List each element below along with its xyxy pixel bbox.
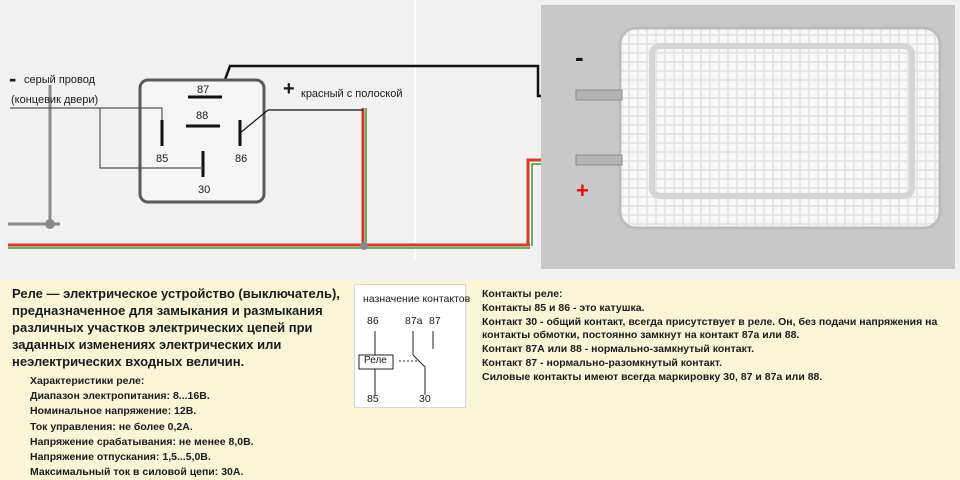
wiring-diagram-area: - серый провод (концевик двери) + красны… [0,0,960,280]
contacts-line: Контакт 87 - нормально-разомкнутый конта… [482,356,723,369]
red-wire-node [360,242,368,250]
relay-box [138,78,266,204]
contacts-line: контакты обмотки, постоянно замкнут на к… [482,329,800,342]
pin-label-86: 86 [367,315,379,327]
lamp-lens-inner [649,43,915,199]
pin-diagram-title: назначение контактов [363,293,471,305]
pin-assignment-diagram: назначение контактов Реле 86 87а 87 85 3… [354,284,470,408]
pin-label-30: 30 [419,393,431,405]
contacts-line: Контакт 87А или 88 - нормально-замкнутый… [482,343,755,356]
pin-label-87a: 87а [405,315,423,327]
relay-definition: Реле — электрическое устройство (выключа… [12,285,342,370]
pin-label-87: 87 [429,315,441,327]
wire-86 [239,109,363,134]
spec-line: Ток управления: не более 0,2А. [30,420,193,433]
wire-30 [99,108,203,169]
relay-pin-30: 30 [198,184,211,196]
wire-85 [10,107,163,120]
spec-line: Максимальный ток в силовой цепи: 30А. [30,466,244,479]
spec-line: Напряжение срабатывания: не менее 8,0В. [30,435,254,448]
spec-line: Напряжение отпускания: 1,5...5,0В. [30,451,211,464]
relay-coil-box [358,354,394,370]
definition-line: предназначенное для замыкания и размыкан… [12,303,323,318]
minus-sign: - [9,66,17,91]
lamp-minus-sign: - [575,42,584,72]
relay-pin-85: 85 [156,153,169,165]
lamp-terminal-bottom [575,154,623,166]
spec-line: Диапазон электропитания: 8...16В. [30,390,210,403]
info-panel: Реле — электрическое устройство (выключа… [0,280,960,480]
lamp-terminal-top [575,89,623,101]
gray-wire-label: серый провод [24,74,96,86]
definition-line: Реле — электрическое устройство (выключа… [12,286,340,301]
definition-line: неэлектрических входных величин. [12,354,245,369]
coil-label: Реле [364,355,387,366]
plus-sign: + [283,78,295,100]
spec-line: Номинальное напряжение: 12В. [30,405,197,418]
pin-diagram-svg [358,331,434,395]
pin-label-85: 85 [367,393,379,405]
switch-arm [412,354,426,368]
gray-wire-node [45,219,55,229]
contacts-description: Контакты реле: Контакты 85 и 86 - это ка… [482,288,952,385]
door-switch-label: (концевик двери) [11,94,99,106]
relay-specs: Характеристики реле: Диапазон электропит… [30,374,254,480]
lamp-plus-sign: + [576,178,589,203]
relay-pin-88: 88 [196,110,209,122]
relay-pin-87: 87 [197,84,210,96]
contacts-line: Силовые контакты имеют всегда маркировку… [482,370,823,383]
specs-title: Характеристики реле: [30,375,145,387]
red-wire-label: красный с полоской [301,88,403,100]
wiring-diagram [8,0,955,269]
lamp-lens [618,26,942,230]
contacts-line: Контакты 85 и 86 - это катушка. [482,301,645,314]
contacts-line: Контакт 30 - общий контакт, всегда прису… [482,315,938,328]
contacts-title: Контакты реле: [482,288,563,300]
relay-pin-86: 86 [235,153,248,165]
definition-line: различных участков электрических цепей п… [12,320,313,335]
definition-line: заданных изменениях электрических или [12,337,282,352]
